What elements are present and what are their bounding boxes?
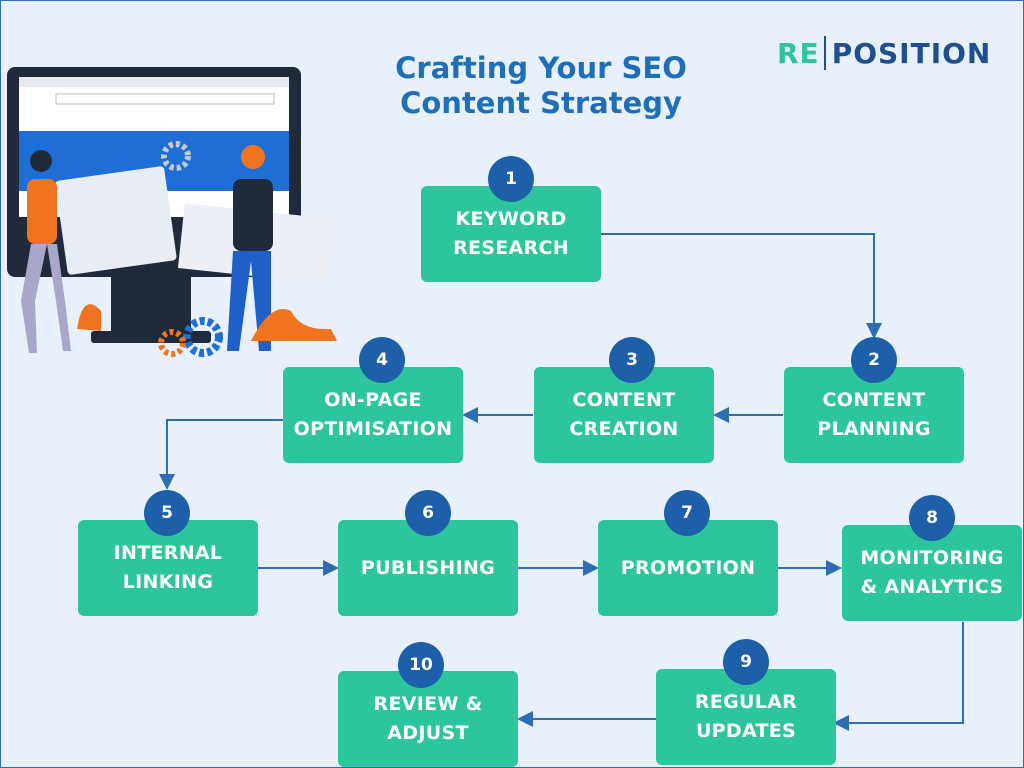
step-keyword-research: KEYWORD RESEARCH: [421, 186, 601, 282]
logo-left-text: RE: [777, 36, 820, 70]
step-monitoring-analytics: MONITORING & ANALYTICS: [842, 525, 1022, 621]
page-title: Crafting Your SEO Content Strategy: [395, 51, 687, 120]
logo-divider: [823, 36, 826, 70]
step-on-page-optimisation: ON-PAGE OPTIMISATION: [283, 367, 463, 463]
step-label: CONTENT CREATION: [569, 389, 679, 440]
step-label: INTERNAL LINKING: [113, 542, 223, 593]
step-label: CONTENT PLANNING: [817, 389, 931, 440]
step-review-adjust: REVIEW & ADJUST: [338, 671, 518, 767]
step-number-badge: 5: [144, 490, 190, 536]
step-number-badge: 9: [723, 639, 769, 685]
step-label: REGULAR UPDATES: [694, 691, 798, 742]
gear-icon: [158, 141, 223, 357]
step-content-creation: CONTENT CREATION: [534, 367, 714, 463]
step-internal-linking: INTERNAL LINKING: [78, 520, 258, 616]
step-publishing: PUBLISHING: [338, 520, 518, 616]
step-number-badge: 10: [398, 642, 444, 688]
step-label: ON-PAGE OPTIMISATION: [293, 389, 453, 440]
arrow-8-9: [833, 622, 964, 731]
step-number-badge: 3: [609, 337, 655, 383]
brand-logo: RE POSITION: [777, 35, 991, 71]
illustration: [7, 67, 337, 357]
step-promotion: PROMOTION: [598, 520, 778, 616]
step-regular-updates: REGULAR UPDATES: [656, 669, 836, 765]
person-icon: [21, 145, 273, 353]
arrow-4-5: [159, 419, 283, 490]
logo-right-text: POSITION: [831, 36, 992, 70]
step-label: REVIEW & ADJUST: [373, 693, 483, 744]
step-number-badge: 8: [909, 495, 955, 541]
step-number-badge: 2: [851, 337, 897, 383]
step-number-badge: 1: [488, 156, 534, 202]
step-label: KEYWORD RESEARCH: [453, 208, 569, 259]
step-label: MONITORING & ANALYTICS: [860, 547, 1004, 598]
step-content-planning: CONTENT PLANNING: [784, 367, 964, 463]
arrow-1-2: [601, 233, 882, 339]
step-label: PUBLISHING: [360, 556, 496, 579]
step-number-badge: 6: [405, 490, 451, 536]
step-number-badge: 4: [359, 337, 405, 383]
step-number-badge: 7: [664, 490, 710, 536]
step-label: PROMOTION: [620, 556, 756, 579]
